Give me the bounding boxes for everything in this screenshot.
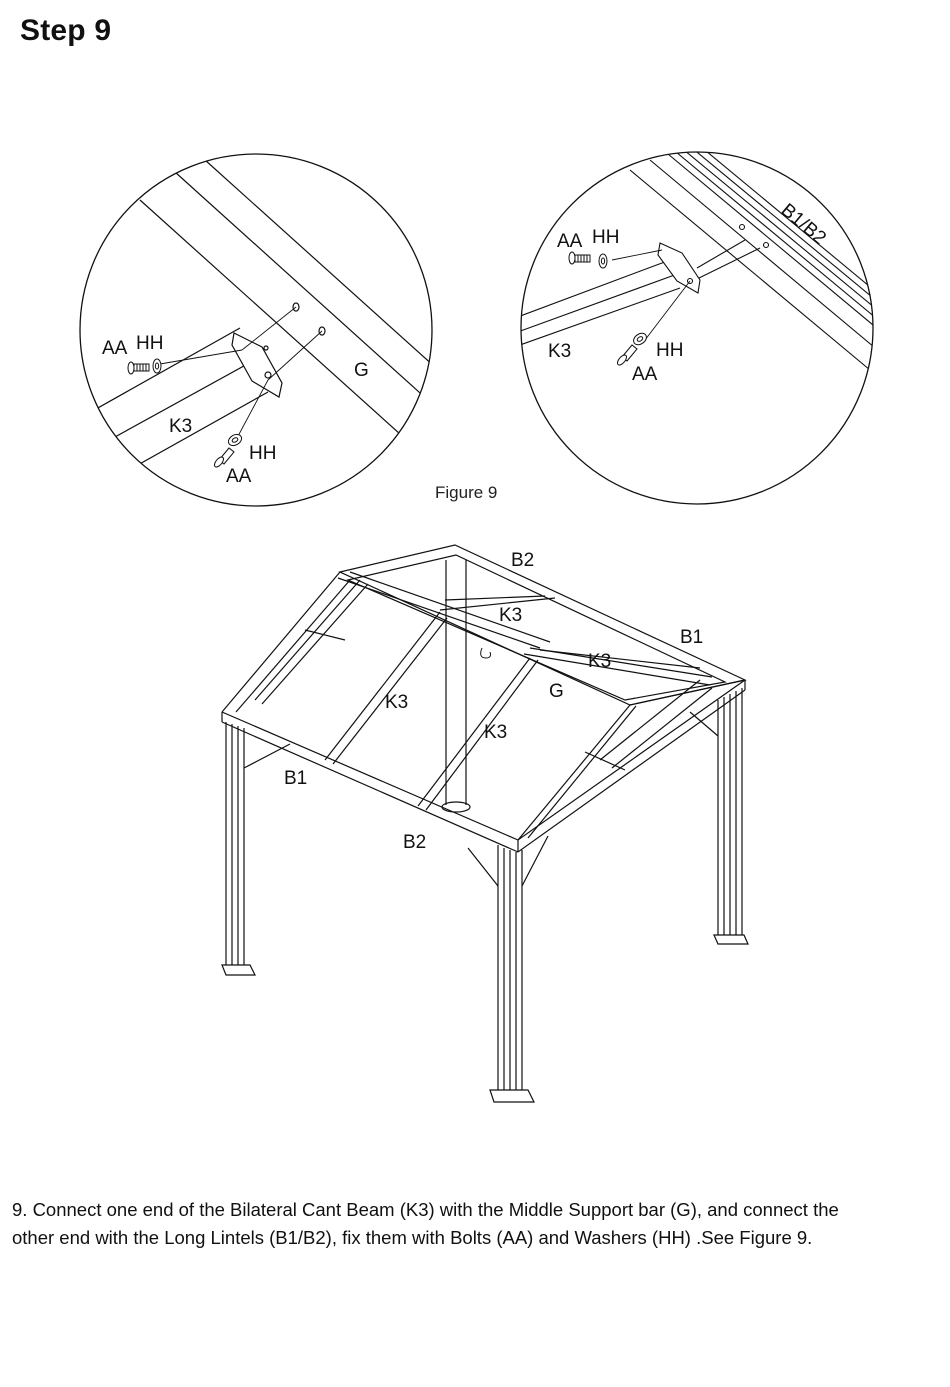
label-k3: K3 [385,692,408,713]
label-k3: K3 [499,605,522,626]
label-b2: B2 [511,550,534,571]
roof-slope-left [222,572,340,712]
label-aa: AA [632,364,658,385]
label-k3: K3 [169,416,192,437]
label-hh: HH [656,340,683,361]
label-hh: HH [249,443,276,464]
detail-circle-left: AA HH K3 G HH AA [80,154,455,506]
post-left [222,722,290,975]
label-g: G [354,360,369,381]
eave-rim [222,680,745,840]
washer-hh-icon [599,254,607,268]
label-hh: HH [136,333,163,354]
label-k3: K3 [588,651,611,672]
washer-hh-icon [153,359,161,373]
cant-beam-k3 [418,658,530,806]
gazebo-frame [222,545,748,1102]
post-right [690,688,748,944]
label-aa: AA [557,231,583,252]
assembly-diagram: AA HH K3 G HH AA [0,0,950,1180]
label-aa: AA [102,338,128,359]
figure-caption: Figure 9 [435,483,497,502]
cant-beam-k3 [325,612,440,760]
post-front [468,836,548,1102]
detail-circle-right: AA HH K3 HH AA B1/B2 [515,146,898,504]
instruction-line: 9. Connect one end of the Bilateral Cant… [12,1196,940,1224]
label-b1: B1 [284,768,307,789]
label-g: G [549,681,564,702]
instruction-line: other end with the Long Lintels (B1/B2),… [12,1224,940,1252]
label-hh: HH [592,227,619,248]
label-k3: K3 [548,341,571,362]
label-b2: B2 [403,832,426,853]
label-aa: AA [226,466,252,487]
cant-beam-k3 [445,596,545,600]
label-k3: K3 [484,722,507,743]
instruction-text: 9. Connect one end of the Bilateral Cant… [12,1196,940,1252]
label-b1: B1 [680,627,703,648]
